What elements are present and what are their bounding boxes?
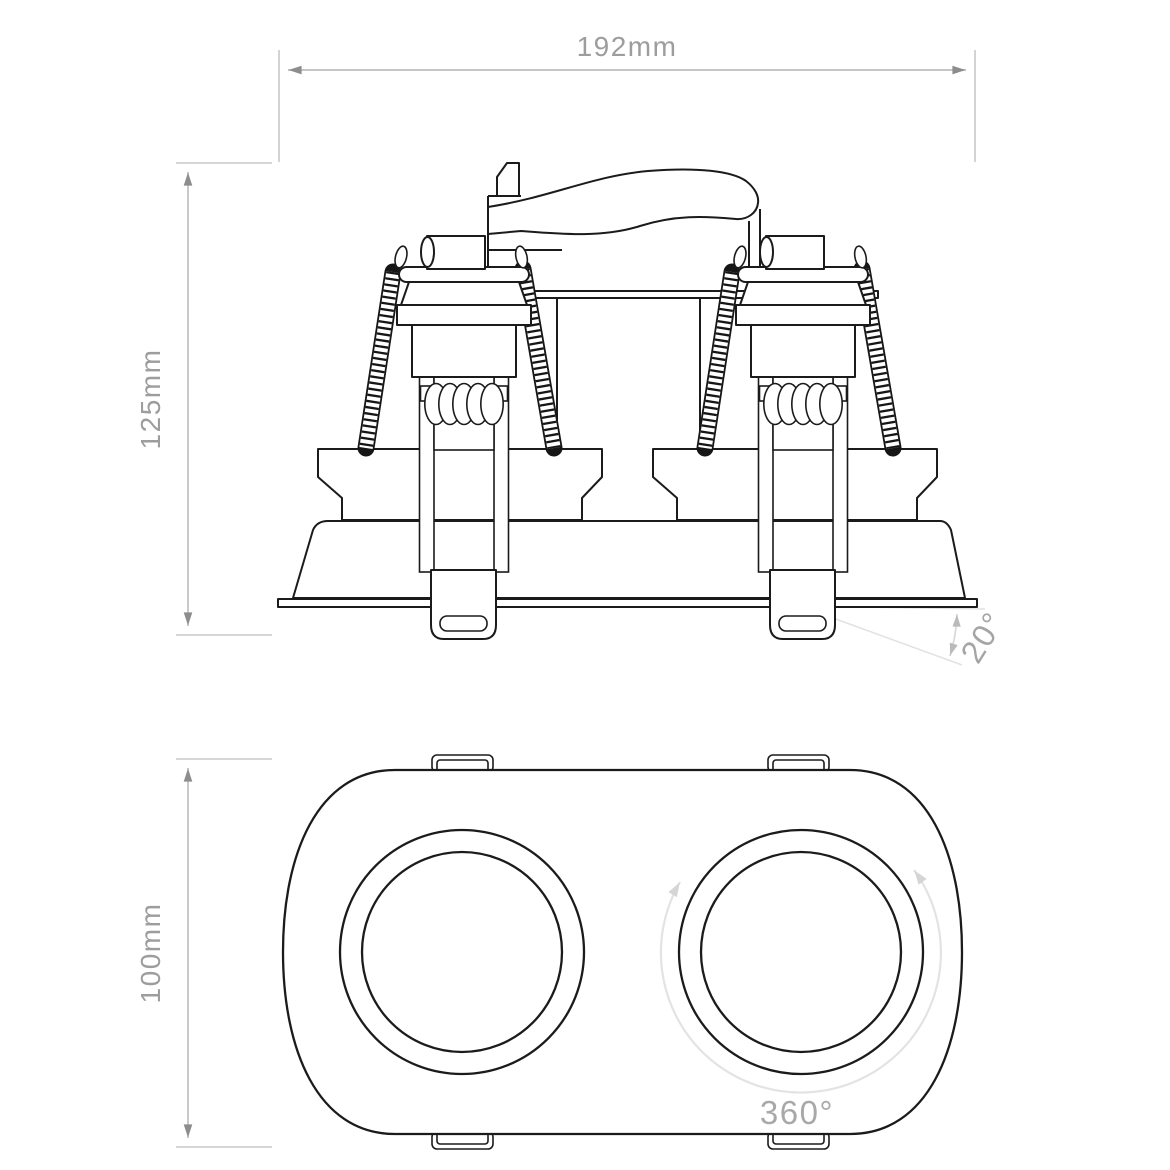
tilt-angle-annotation: 20° [949, 605, 1012, 669]
spotlight-opening-left-inner [360, 850, 564, 1054]
width-dimension-label: 192mm [577, 31, 678, 62]
extension-lines [176, 162, 272, 636]
spotlight-opening-right-inner [699, 850, 903, 1054]
dimension-cutout-100: 100mm [135, 758, 272, 1148]
bracket-fin [496, 162, 520, 197]
rotation-angle-label: 360° [760, 1094, 834, 1131]
height-dimension-label: 125mm [135, 349, 166, 450]
tilt-angle-arc [949, 613, 961, 657]
bracket-strap [487, 168, 760, 236]
extension-lines [176, 758, 272, 1148]
dimension-height-125: 125mm [135, 162, 272, 636]
dimension-width-192: 192mm [278, 31, 976, 162]
center-column [556, 293, 701, 449]
trim-flange [277, 598, 978, 608]
plan-view: 360° [281, 754, 964, 1150]
extension-lines [278, 50, 976, 162]
rotation-annotation: 360° [659, 869, 943, 1131]
bezel [292, 520, 966, 599]
front-elevation-view [277, 162, 978, 639]
housing-right [652, 448, 938, 521]
housing-left [317, 448, 603, 521]
mounting-bracket [487, 162, 761, 291]
tilt-angle-label: 20° [953, 605, 1012, 669]
plan-height-dimension-label: 100mm [135, 903, 166, 1004]
rotation-arc [659, 869, 943, 1094]
